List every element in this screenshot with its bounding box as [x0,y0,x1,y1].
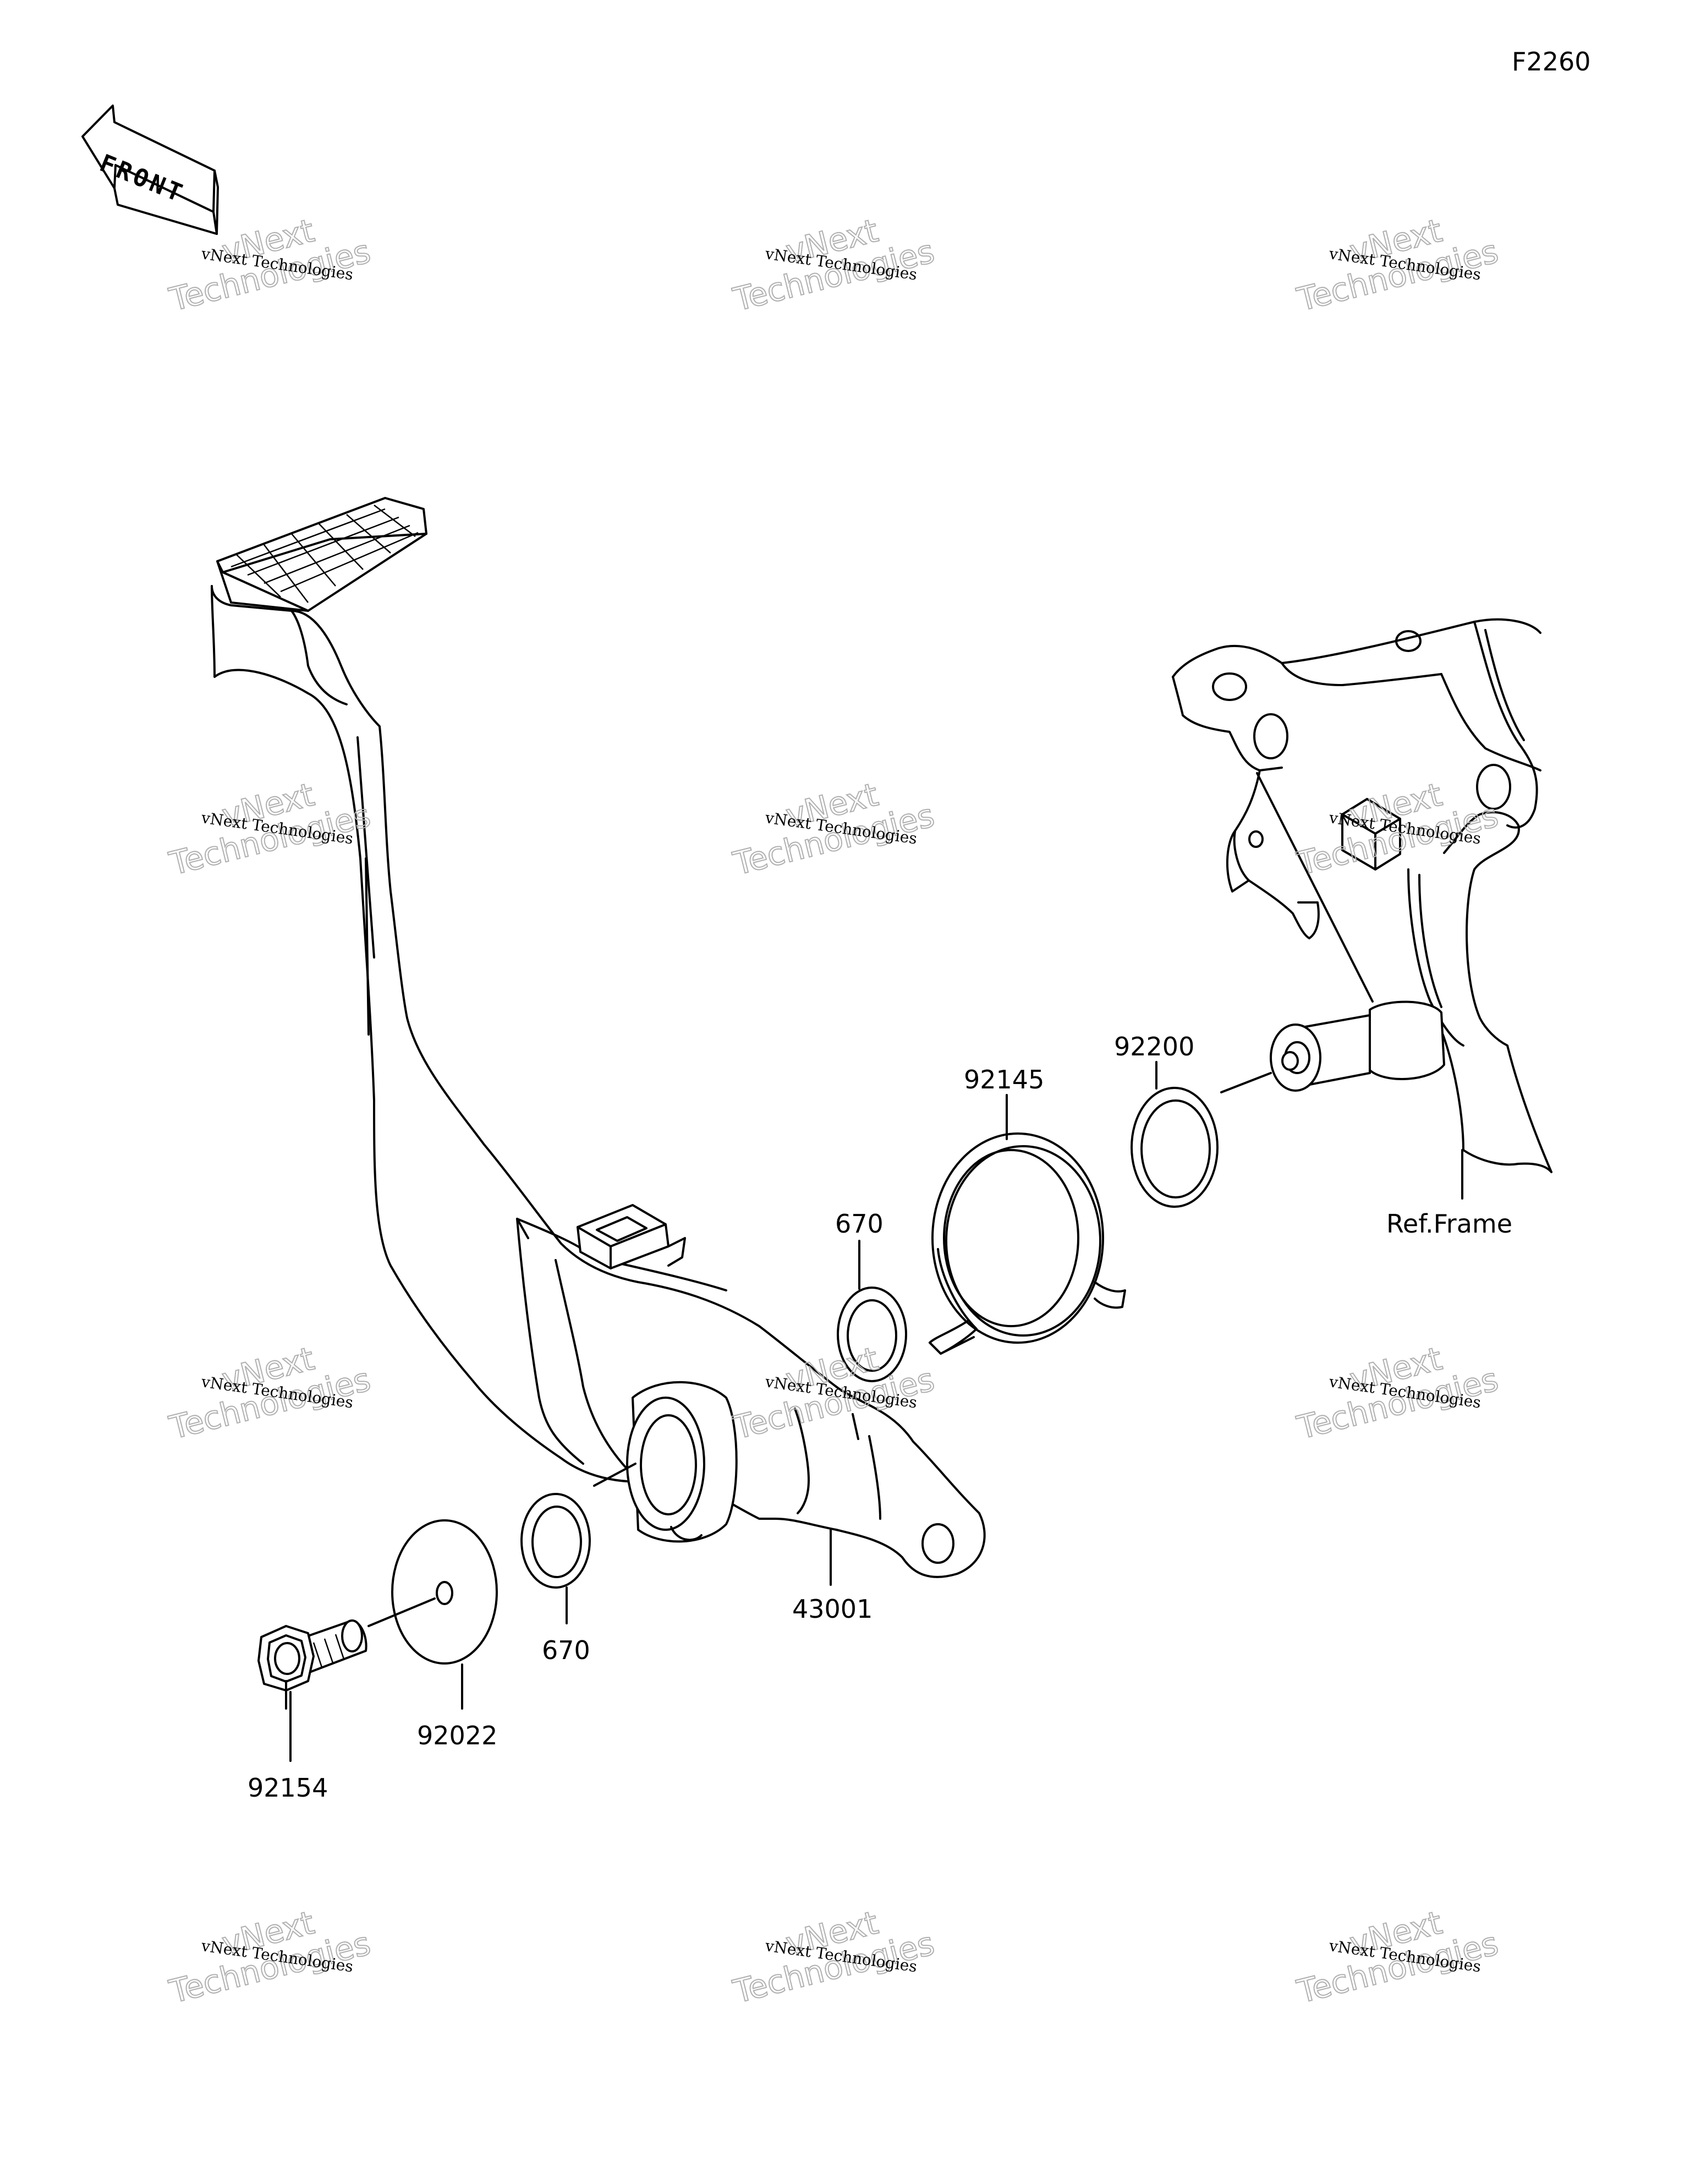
pivot-shaft [1220,1000,1445,1093]
washer-92200 [1131,1087,1219,1208]
watermark-tile: vNext Technologies vNext Technologies [165,1339,375,1447]
watermark-tile: vNext Technologies vNext Technologies [729,775,939,883]
washer-92022 [367,1519,498,1665]
part-label-43001: 43001 [792,1594,873,1624]
watermark-tile: vNext Technologies vNext Technologies [1293,775,1502,883]
part-label-92145: 92145 [964,1065,1044,1094]
front-direction-arrow-icon: FRONT [81,105,219,235]
watermark-tile: vNext Technologies vNext Technologies [1293,1339,1502,1447]
part-label-670-upper: 670 [835,1209,884,1239]
watermark-tile: vNext Technologies vNext Technologies [165,775,375,883]
bolt-92154 [257,1619,367,1710]
o-ring-670-upper [837,1287,907,1382]
brake-pedal-43001 [211,497,986,1578]
watermark-tile: vNext Technologies vNext Technologies [729,1903,939,2011]
watermark-tile: vNext Technologies vNext Technologies [1293,1903,1502,2011]
ref-frame-label: Ref.Frame [1386,1209,1512,1239]
frame-bracket [1172,618,1552,1173]
watermark-tile: vNext Technologies vNext Technologies [1293,211,1502,319]
watermark-tile: vNext Technologies vNext Technologies [165,1903,375,2011]
pedal-pad-tread [231,505,419,603]
o-ring-670-lower [520,1493,591,1589]
watermark-tile: vNext Technologies vNext Technologies [729,211,939,319]
part-label-92200: 92200 [1114,1032,1194,1061]
figure-code: F2260 [1512,47,1591,76]
part-label-670-lower: 670 [542,1635,590,1665]
part-label-92022: 92022 [417,1721,497,1750]
pedal-pivot-boss [593,1381,738,1543]
spring-92145 [929,1132,1126,1355]
part-label-92154: 92154 [248,1773,328,1803]
